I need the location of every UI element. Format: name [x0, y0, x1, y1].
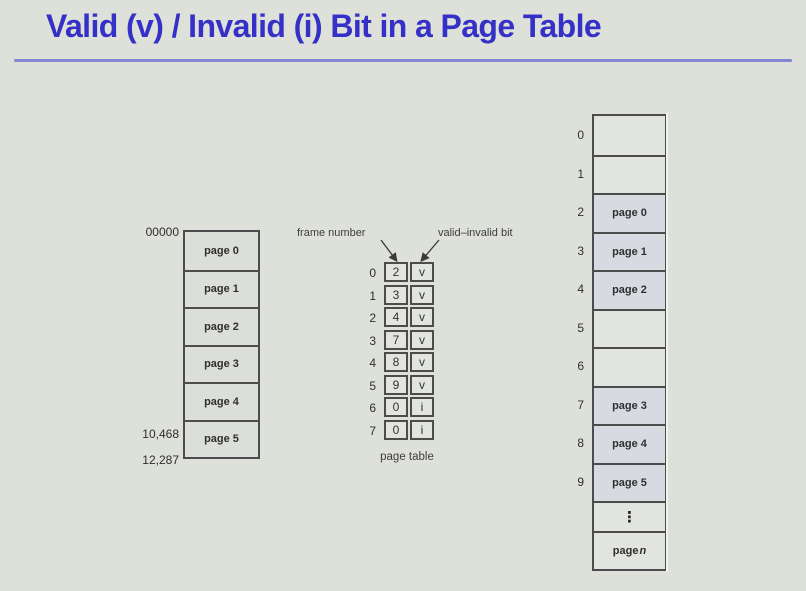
page-title: Valid (v) / Invalid (i) Bit in a Page Ta…	[46, 8, 602, 44]
valid-invalid-bit-label: valid–invalid bit	[438, 227, 513, 239]
frame-number-label: frame number	[297, 227, 366, 239]
valid-bit-cell: v	[410, 262, 434, 282]
logical-memory-cell: page 4	[185, 382, 258, 420]
logical-memory-cell: page 0	[185, 232, 258, 270]
frame-index-label: 4	[577, 282, 584, 296]
logical-memory-cell: page 2	[185, 307, 258, 345]
address-label-12287: 12,287	[142, 453, 179, 467]
physical-memory-cell	[594, 116, 665, 155]
logical-memory-cell: page 5	[185, 419, 258, 457]
frame-number-cell: 0	[384, 419, 408, 440]
page-table-row-index: 0	[369, 266, 376, 280]
ellipsis-cell: ⋮	[594, 501, 665, 531]
address-label-10468: 10,468	[142, 427, 179, 441]
page-table-row-index: 7	[369, 423, 376, 438]
page-table-index-column: 0 1 2 3 4 5 6 7	[358, 262, 376, 442]
logical-memory-cell: page 1	[185, 269, 258, 307]
frame-index-label: 3	[577, 243, 584, 258]
pointer-arrows	[380, 239, 440, 263]
frame-index-label: 8	[577, 436, 584, 450]
frame-number-cell: 3	[384, 284, 408, 305]
physical-memory-column: page 0 page 1 page 2 page 3 page 4 page …	[592, 114, 667, 571]
physical-memory-cell	[594, 154, 665, 193]
frame-index-label: 2	[577, 205, 584, 219]
page-n-cell: page n	[594, 531, 665, 569]
page-table-row-index: 3	[369, 333, 376, 348]
physical-memory-cell: page 1	[594, 231, 665, 270]
physical-memory-cell	[594, 308, 665, 347]
physical-memory-cell	[594, 347, 665, 386]
physical-memory-cell: page 4	[594, 424, 665, 463]
valid-bit-cell: v	[410, 352, 434, 372]
vertical-ellipsis-icon: ⋮	[622, 507, 637, 526]
frame-number-column: 2 3 4 7 8 9 0 0	[384, 262, 408, 440]
valid-bit-cell: v	[410, 307, 434, 327]
valid-bit-cell: i	[410, 397, 434, 417]
valid-bit-cell: v	[410, 284, 434, 305]
frame-index-label: 1	[577, 166, 584, 181]
valid-bit-arrow	[420, 239, 440, 262]
page-n-prefix: page	[612, 545, 639, 557]
page-n-variable: n	[639, 545, 647, 557]
physical-memory-cell: page 2	[594, 270, 665, 309]
page-table-row-index: 1	[369, 288, 376, 303]
frame-index-label: 0	[577, 128, 584, 142]
frame-index-label: 6	[577, 359, 584, 373]
physical-memory-cell: page 5	[594, 462, 665, 501]
valid-bit-cell: i	[410, 419, 434, 440]
title-underline	[14, 59, 792, 62]
frame-number-cell: 7	[384, 329, 408, 350]
frame-index-label: 7	[577, 397, 584, 412]
valid-bit-cell: v	[410, 329, 434, 350]
frame-index-label: 9	[577, 474, 584, 489]
valid-bit-column: v v v v v v i i	[410, 262, 434, 440]
frame-index-label: 5	[577, 320, 584, 335]
frame-number-cell: 9	[384, 374, 408, 395]
frame-number-cell: 2	[384, 262, 408, 282]
page-table-row-index: 6	[369, 401, 376, 415]
frame-number-arrow	[380, 239, 398, 263]
frame-number-cell: 0	[384, 397, 408, 417]
logical-memory-column: page 0 page 1 page 2 page 3 page 4 page …	[183, 230, 260, 459]
valid-bit-cell: v	[410, 374, 434, 395]
page-table-row-index: 5	[369, 378, 376, 393]
frame-number-cell: 8	[384, 352, 408, 372]
frame-number-cell: 4	[384, 307, 408, 327]
physical-memory-cell: page 0	[594, 193, 665, 232]
column-highlight-line	[666, 113, 668, 572]
logical-memory-cell: page 3	[185, 344, 258, 382]
page-table-caption: page table	[380, 451, 434, 463]
page-table-row-index: 4	[369, 356, 376, 370]
address-label-start: 00000	[145, 225, 179, 239]
page-table-row-index: 2	[369, 311, 376, 325]
physical-memory-index-column: 0 1 2 3 4 5 6 7 8 9	[552, 116, 584, 501]
physical-memory-cell: page 3	[594, 385, 665, 424]
